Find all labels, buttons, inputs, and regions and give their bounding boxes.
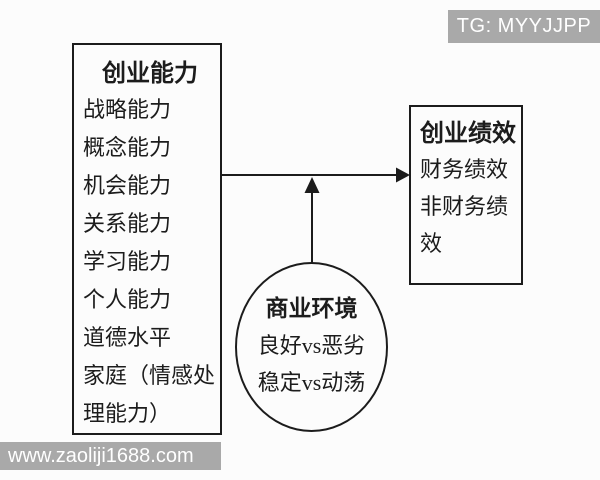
- capability-item: 战略能力: [83, 97, 172, 122]
- top-watermark-badge: TG: MYYJJPP: [448, 10, 600, 43]
- capability-box: 创业能力 战略能力 概念能力 机会能力 关系能力 学习能力 个人能力 道德水平 …: [72, 43, 222, 435]
- capability-item: 道德水平: [83, 325, 172, 350]
- arrowhead-right-icon: [396, 167, 410, 183]
- capability-item: 学习能力: [83, 249, 172, 274]
- capability-item: 概念能力: [83, 135, 172, 160]
- capability-box-title: 创业能力: [102, 61, 198, 87]
- capability-item: 家庭（情感处理能力）: [83, 363, 216, 426]
- bottom-watermark-bar: www.zaoliji1688.com: [0, 442, 221, 470]
- arrowhead-up-icon: [304, 177, 320, 193]
- capability-item: 个人能力: [83, 287, 172, 312]
- capability-item: 关系能力: [83, 211, 172, 236]
- environment-ellipse: 商业环境 良好vs恶劣 稳定vs动荡: [235, 262, 388, 432]
- environment-ellipse-title: 商业环境: [265, 296, 358, 321]
- capability-item: 机会能力: [83, 173, 172, 198]
- environment-item: 良好vs恶劣: [257, 333, 366, 358]
- environment-item: 稳定vs动荡: [257, 370, 366, 395]
- performance-item: 财务绩效: [420, 157, 509, 182]
- performance-box: 创业绩效 财务绩效 非财务绩效: [409, 105, 523, 285]
- performance-item: 非财务绩效: [420, 194, 509, 256]
- performance-box-title: 创业绩效: [420, 121, 516, 147]
